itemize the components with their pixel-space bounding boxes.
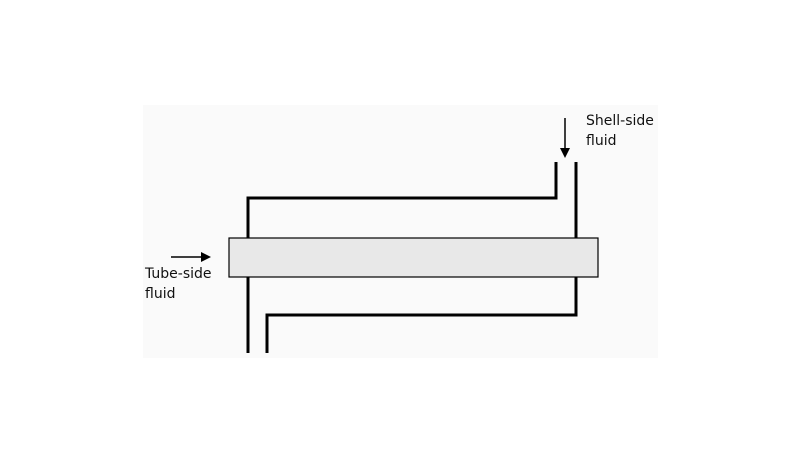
shell-bottom-wall [265, 277, 578, 353]
shell-side-label-line2: fluid [586, 133, 616, 149]
arrow-head-right-icon [201, 252, 211, 262]
shell-side-arrow [560, 118, 570, 158]
arrow-head-down-icon [560, 148, 570, 158]
inner-tube [228, 237, 599, 278]
tube-side-label-line1: Tube-side [144, 266, 212, 282]
shell-top-wall [246, 162, 558, 238]
tube-side-arrow [171, 252, 211, 262]
tube-side-label-line2: fluid [145, 286, 175, 302]
shell-side-label-line1: Shell-side [586, 113, 654, 129]
diagram-panel [143, 105, 658, 358]
